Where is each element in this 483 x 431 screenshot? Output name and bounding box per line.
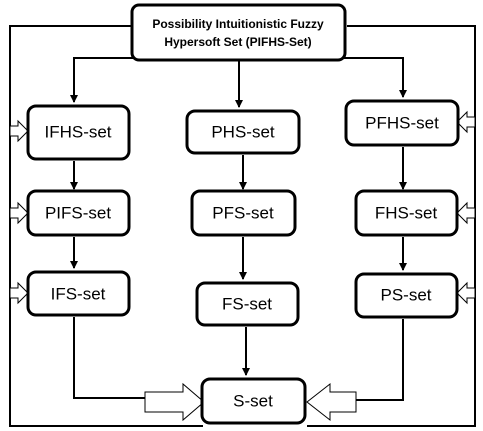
hollow-arrow-left-into-s — [144, 382, 205, 422]
node-s-set-label: S-set — [233, 392, 273, 411]
node-phs-set: PHS-set — [185, 109, 301, 155]
node-pifhs-set-line2: Hypersoft Set (PIFHS-Set) — [164, 35, 311, 49]
hollow-arrow-left-ifs — [9, 281, 29, 305]
hollow-arrow-right-into-s — [306, 382, 357, 422]
node-fs-set: FS-set — [195, 281, 300, 327]
node-ifhs-set-label: IFHS-set — [44, 123, 111, 142]
arrow-top-to-ifhs — [70, 57, 135, 103]
node-ifs-set: IFS-set — [26, 270, 131, 317]
node-pfhs-set-label: PFHS-set — [365, 114, 439, 133]
node-pifhs-set: Possibility Intuitionistic Fuzzy Hyperso… — [130, 3, 347, 62]
hollow-arrow-right-ps — [456, 281, 476, 305]
node-ifhs-set: IFHS-set — [26, 104, 131, 161]
arrow-top-to-pfhs — [343, 57, 407, 98]
frame-left-connector — [9, 25, 203, 427]
node-ifs-set-label: IFS-set — [51, 285, 106, 304]
node-fhs-set: FHS-set — [354, 189, 459, 237]
node-ps-set-label: PS-set — [380, 286, 431, 305]
hollow-arrow-left-ifhs — [9, 119, 29, 143]
connector-ps-to-s — [352, 319, 404, 401]
node-pifhs-set-line1: Possibility Intuitionistic Fuzzy — [152, 17, 324, 31]
node-fs-set-label: FS-set — [222, 295, 272, 314]
node-pfhs-set: PFHS-set — [344, 99, 460, 147]
node-pifs-set-label: PIFS-set — [45, 204, 111, 223]
connector-ifs-to-s — [73, 317, 150, 399]
hollow-arrow-right-fhs — [456, 201, 476, 225]
hollow-arrow-left-pifs — [9, 201, 29, 225]
node-s-set: S-set — [200, 377, 307, 425]
node-ps-set: PS-set — [354, 272, 459, 319]
node-pfs-set-label: PFS-set — [212, 204, 274, 223]
hollow-arrow-right-pfhs — [456, 110, 476, 134]
frame-right-connector — [307, 25, 476, 427]
node-phs-set-label: PHS-set — [211, 123, 275, 142]
node-pfs-set: PFS-set — [190, 189, 297, 237]
node-fhs-set-label: FHS-set — [375, 204, 438, 223]
node-pifs-set: PIFS-set — [26, 189, 131, 237]
